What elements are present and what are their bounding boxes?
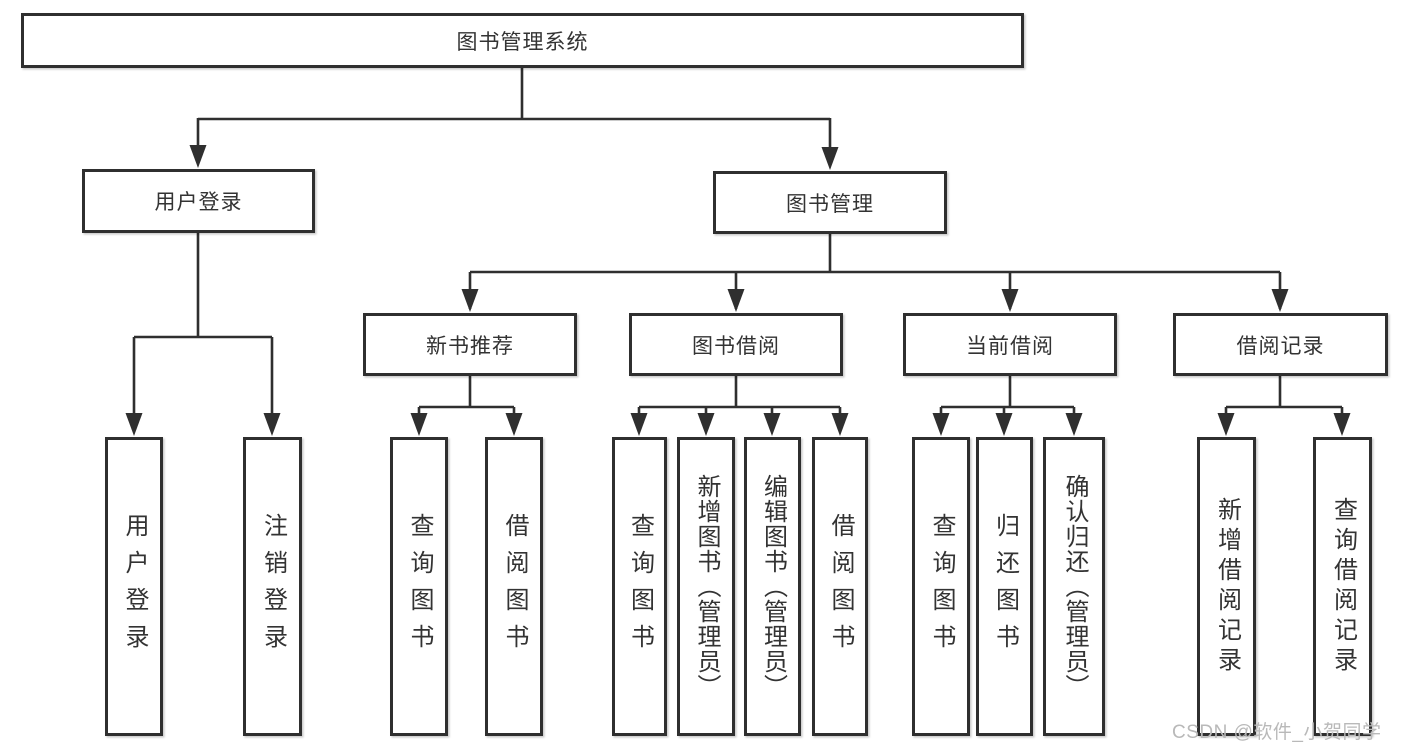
csdn-watermark: CSDN @软件_小贺同学: [1172, 722, 1382, 743]
connector-newbookrec-to-leaves: [417, 376, 516, 432]
leaf-edit-books-admin: 编辑图书（管理员）: [744, 437, 801, 736]
leaf-logout: 注销登录: [243, 437, 302, 736]
connector-borrowrecords-to-leaves: [1224, 376, 1344, 432]
leaf-query-books-borrowing: 查询图书: [612, 437, 667, 736]
leaf-query-borrow-record: 查询借阅记录: [1313, 437, 1372, 736]
arrowheads: [125, 145, 1351, 436]
node-borrowing-records: 借阅记录: [1173, 313, 1388, 376]
leaf-return-books: 归还图书: [976, 437, 1033, 736]
leaf-add-books-admin: 新增图书（管理员）: [677, 437, 735, 736]
connector-root-to-level2: [196, 68, 832, 166]
leaf-query-books-recommendation: 查询图书: [390, 437, 448, 736]
node-book-management: 图书管理: [713, 171, 947, 234]
leaf-query-books-current: 查询图书: [912, 437, 970, 736]
node-user-login: 用户登录: [82, 169, 315, 233]
connector-bookmgmt-to-level3: [468, 234, 1282, 309]
connector-bookborrow-to-leaves: [637, 376, 842, 432]
leaf-borrow-books-recommendation: 借阅图书: [485, 437, 543, 736]
node-current-borrowing: 当前借阅: [903, 313, 1117, 376]
node-root-library-management-system: 图书管理系统: [21, 13, 1024, 68]
leaf-add-borrow-record: 新增借阅记录: [1197, 437, 1256, 736]
node-new-book-recommendation: 新书推荐: [363, 313, 577, 376]
leaf-confirm-return-admin: 确认归还（管理员）: [1043, 437, 1105, 736]
leaf-borrow-books-borrowing: 借阅图书: [812, 437, 868, 736]
node-book-borrowing: 图书借阅: [629, 313, 843, 376]
connector-userlogin-to-leaves: [132, 233, 274, 432]
leaf-user-login: 用户登录: [105, 437, 163, 736]
